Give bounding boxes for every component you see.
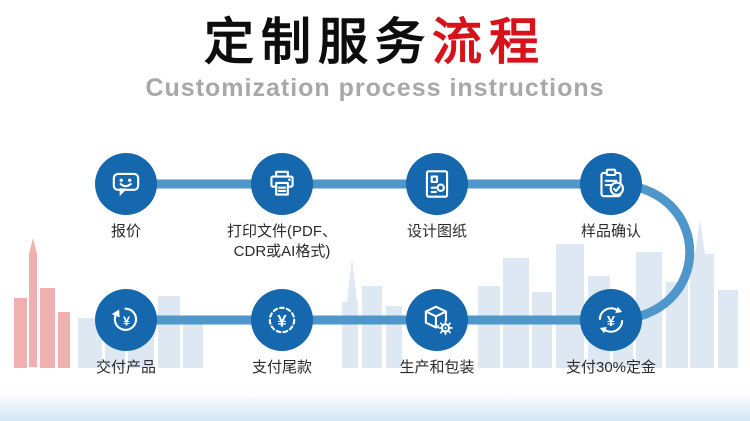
step-sample-confirmation: 样品确认 [526, 153, 696, 242]
page-subtitle: Customization process instructions [145, 73, 605, 102]
step-label: 设计图纸 [406, 223, 467, 240]
bottom-gradient [0, 393, 750, 421]
step-label: 打印文件(PDF、CDR或AI格式) [227, 223, 337, 260]
step-label: 交付产品 [95, 359, 156, 376]
step-label: 报价 [110, 223, 141, 240]
step-print-files: 打印文件(PDF、CDR或AI格式) [197, 153, 367, 261]
svg-text:¥: ¥ [607, 314, 616, 330]
step-production-packaging: 生产和包装 [352, 289, 522, 378]
title-accent: 流程 [432, 14, 546, 70]
chat-smile-icon [112, 172, 140, 197]
step-label: 支付尾款 [251, 359, 312, 376]
printer-icon [270, 170, 294, 196]
step-pay-balance: ¥ 支付尾款 [197, 289, 367, 378]
step-deliver-product: ¥ 交付产品 [41, 289, 211, 378]
step-circle: ¥ [251, 289, 313, 351]
svg-text:¥: ¥ [277, 311, 287, 330]
step-quotation: 报价 [41, 153, 211, 242]
title-main: 定制服务 [204, 14, 432, 70]
step-circle [406, 289, 468, 351]
step-circle: ¥ [580, 289, 642, 351]
step-circle [580, 153, 642, 215]
step-circle: ¥ [95, 289, 157, 351]
clipboard-check-icon [600, 168, 625, 198]
step-circle [251, 153, 313, 215]
yen-coin-icon: ¥ [268, 306, 296, 334]
step-label: 支付30%定金 [565, 359, 657, 376]
red-buildings [14, 238, 70, 368]
step-pay-deposit: ¥ 支付30%定金 [526, 289, 696, 378]
return-arrow-icon: ¥ [111, 307, 138, 331]
package-gear-icon [424, 305, 453, 336]
step-circle [95, 153, 157, 215]
step-label: 生产和包装 [399, 359, 475, 376]
design-drawing-icon [425, 170, 449, 198]
yen-cycle-icon: ¥ [598, 306, 624, 334]
header: 定制服务流程 Customization process instruction… [0, 14, 750, 103]
step-circle [406, 153, 468, 215]
step-label: 样品确认 [580, 223, 641, 240]
step-design-drawings: 设计图纸 [352, 153, 522, 242]
svg-text:¥: ¥ [123, 314, 130, 328]
page-title: 定制服务流程 [0, 14, 750, 72]
